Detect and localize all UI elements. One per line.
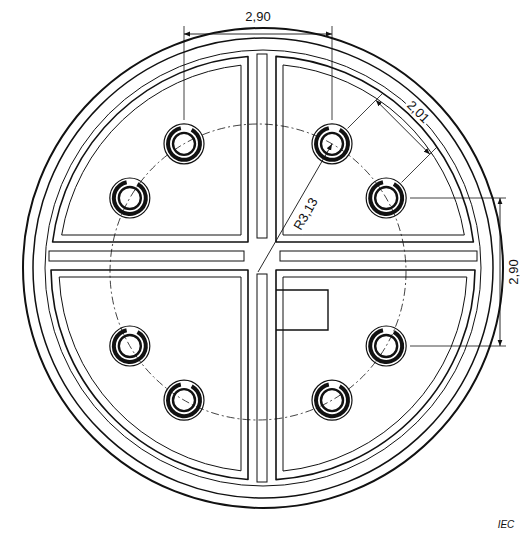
contact-pin [312, 380, 352, 420]
housing-ring [33, 38, 493, 498]
keying-step [276, 290, 328, 330]
keying-slot [257, 274, 267, 482]
extension-line [402, 147, 437, 182]
dimension-line [500, 198, 501, 346]
contact-quadrant [276, 270, 475, 480]
dimension-label: 2,90 [243, 10, 272, 24]
extension-line [410, 198, 506, 199]
housing-ring [23, 28, 503, 508]
housing-ring [45, 50, 481, 486]
quadrant-inner-outline [283, 277, 467, 471]
contact-pin [164, 380, 204, 420]
contact-pin [366, 178, 406, 218]
contact-pin [110, 178, 150, 218]
dimension-label: 2,90 [507, 257, 521, 286]
dimension-line [184, 34, 332, 35]
quadrant-inner-outline [62, 65, 241, 235]
keying-slot [280, 251, 477, 261]
quadrant-inner-outline [59, 277, 241, 471]
keying-slot [257, 54, 267, 238]
extension-line [332, 26, 333, 120]
contact-pin [366, 326, 406, 366]
extension-line [410, 346, 506, 347]
dimension-label: 2,01 [403, 97, 434, 128]
contact-pin [164, 124, 204, 164]
contact-pin [110, 326, 150, 366]
radius-label: R3,13 [290, 194, 321, 235]
source-mark: IEC [496, 519, 517, 530]
extension-line [348, 93, 383, 128]
quadrant-inner-outline [283, 65, 464, 235]
pitch-circle [110, 124, 406, 420]
radius-leader [258, 144, 332, 272]
contact-quadrant [51, 270, 248, 479]
contact-quadrant [276, 56, 473, 242]
extension-line [184, 26, 185, 120]
contact-quadrant [53, 57, 248, 242]
contact-pin [312, 124, 352, 164]
keying-slot [49, 251, 244, 261]
